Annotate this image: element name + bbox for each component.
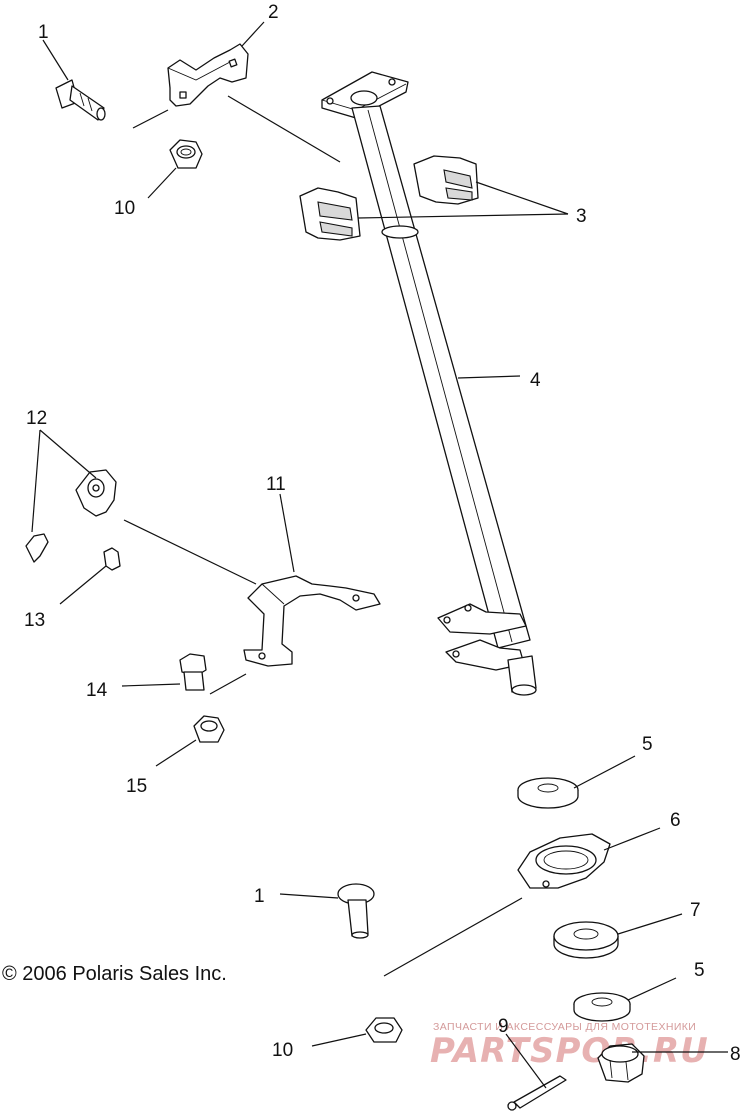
- washer-upper-part: [517, 777, 579, 809]
- callout-13: 13: [24, 610, 45, 631]
- callout-11: 11: [266, 474, 286, 495]
- watermark-tagline: ЗАПЧАСТИ И АКСЕССУАРЫ ДЛЯ МОТОТЕХНИКИ: [433, 1021, 696, 1033]
- carriage-bolt-top-part: [55, 79, 106, 121]
- callout-7: 7: [690, 900, 701, 921]
- upper-bracket-part: [167, 43, 249, 107]
- bushing-right-part: [413, 155, 479, 205]
- copyright-notice: © 2006 Polaris Sales Inc.: [2, 963, 227, 985]
- callout-4: 4: [530, 370, 541, 391]
- steering-post-part: [321, 71, 537, 696]
- carriage-bolt-lower-part: [337, 883, 375, 939]
- callout-5-lower: 5: [694, 960, 705, 981]
- callout-14: 14: [86, 680, 108, 701]
- callout-2: 2: [268, 2, 279, 23]
- callout-12: 12: [26, 408, 47, 429]
- flange-nut-top-part: [169, 139, 203, 169]
- callout-10-top: 10: [114, 198, 135, 219]
- screw-part: [103, 547, 121, 571]
- cotter-pin-part: [507, 1075, 567, 1111]
- flange-nut-mid-part: [193, 715, 225, 743]
- callout-1-top: 1: [38, 22, 49, 43]
- callout-8: 8: [730, 1044, 741, 1065]
- spacer-part: [553, 921, 619, 959]
- bearing-part: [517, 833, 611, 889]
- callout-9: 9: [498, 1016, 509, 1037]
- switch-key-part: [25, 533, 49, 563]
- flange-nut-lower-part: [365, 1017, 403, 1043]
- callout-1-lower: 1: [254, 886, 265, 907]
- flange-bolt-part: [179, 653, 207, 691]
- lower-bracket-part: [243, 575, 381, 667]
- ignition-switch-part: [75, 469, 117, 517]
- watermark: ЗАПЧАСТИ И АКСЕССУАРЫ ДЛЯ МОТОТЕХНИКИ PA…: [430, 1021, 709, 1071]
- washer-lower-part: [573, 992, 631, 1022]
- callout-15: 15: [126, 776, 147, 797]
- callout-10-lower: 10: [272, 1040, 293, 1061]
- callout-3: 3: [576, 206, 587, 227]
- callout-6: 6: [670, 810, 681, 831]
- watermark-brand: PARTSPOR.RU: [430, 1031, 709, 1071]
- castle-nut-part: [597, 1043, 645, 1083]
- callout-5-top: 5: [642, 734, 653, 755]
- bushing-left-part: [299, 187, 361, 241]
- leader-lines: [31, 21, 728, 1089]
- callout-labels: 1 2 10 3 4 12 11 13 14 15 5 6 1 7 5 9 10…: [24, 2, 741, 1065]
